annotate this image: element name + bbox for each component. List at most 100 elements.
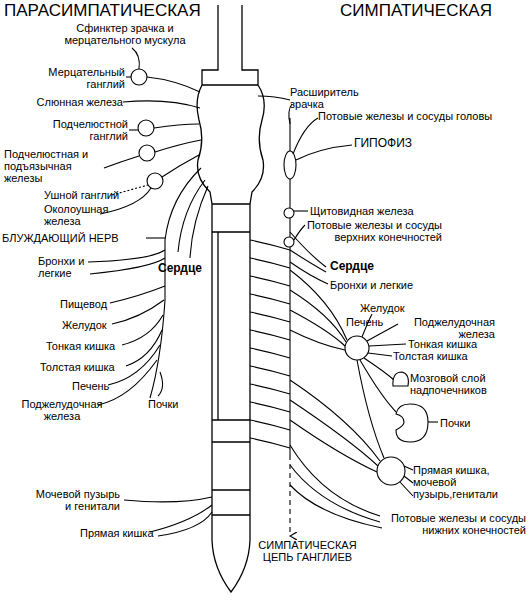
organ-label: Подчелюстная и подъязычная железы: [4, 148, 104, 184]
sympathetic-nerves: [250, 96, 438, 536]
spinal-cord-outline: [197, 5, 264, 592]
organ-label: Печень: [346, 316, 401, 328]
organ-label: Сердце: [330, 260, 390, 273]
organ-label: Толстая кишка: [393, 350, 503, 362]
organ-label: Желудок: [360, 302, 440, 314]
organ-label: Тонкая кишка: [408, 338, 508, 350]
nerve-line: [360, 360, 398, 414]
nerve-line: [108, 345, 160, 385]
cord-chain-line: [250, 438, 290, 448]
organ-label: ГИПОФИЗ: [354, 137, 434, 150]
organ-label: Слюнная железа: [8, 96, 123, 108]
nerve-line: [290, 262, 328, 284]
kidney-shape: [396, 404, 428, 442]
nerve-line: [112, 300, 164, 324]
ganglion-circle: [131, 69, 147, 85]
cord-chain-line: [250, 258, 290, 268]
organ-label: Сфинктер зрачка и мерцательного мускула: [50, 22, 200, 46]
cord-chain-line: [250, 420, 290, 430]
nerve-line: [290, 485, 382, 528]
organ-label: Прямая кишка, мочевой пузырь,генитали: [413, 464, 508, 500]
nerve-line: [428, 421, 438, 422]
organ-label: Поджелудочная железа: [16, 398, 108, 422]
cord-chain-line: [250, 276, 290, 286]
ganglion-circle: [284, 208, 294, 218]
nerve-line: [290, 250, 326, 272]
nerve-line: [290, 400, 378, 466]
ganglion-circle: [138, 120, 154, 136]
nerve-line: [124, 497, 212, 502]
nerve-line: [364, 358, 394, 380]
organ-label: Мочевой пузырь и генитали: [28, 488, 120, 512]
cord-inner-line: [217, 232, 218, 420]
nerve-line: [404, 466, 413, 470]
nerve-line: [293, 118, 318, 154]
organ-label: Расширитель зрачка: [290, 86, 370, 110]
nerve-line: [290, 310, 345, 346]
nerve-line: [294, 210, 308, 211]
organ-label: Околоушная железа: [44, 203, 114, 227]
cord-chain-line: [250, 240, 290, 250]
vagus-nerve: [150, 168, 201, 398]
nerve-line: [290, 330, 345, 350]
nerve-line: [357, 360, 384, 458]
nerve-line: [132, 48, 139, 69]
organ-label: Бронхи и легкие: [38, 255, 98, 279]
nerve-line: [155, 140, 201, 152]
nerve-line: [290, 465, 380, 522]
cord-chain-line: [250, 402, 290, 412]
nerve-line: [104, 156, 139, 168]
cord-chain-line: [250, 294, 290, 304]
spinal-cord: [197, 5, 264, 592]
organ-label: Тонкая кишка: [46, 340, 136, 352]
cord-chain-line: [250, 384, 290, 394]
ganglion-ellipse: [284, 151, 296, 179]
cord-division: [202, 85, 258, 515]
organ-label: Пищевод: [60, 298, 140, 310]
organ-label: СИМПАТИЧЕСКАЯ ЦЕПЬ ГАНГЛИЕВ: [250, 539, 365, 563]
nerve-line: [88, 250, 165, 262]
ganglion-circle: [377, 457, 405, 485]
organ-label: Почки: [440, 417, 500, 429]
organ-label: Мозговой слой надпочечников: [410, 372, 505, 396]
ganglion-circle: [147, 173, 163, 189]
nerve-line: [369, 344, 406, 346]
section-heading: ПАРАСИМПАТИЧЕСКАЯ: [4, 2, 244, 20]
organ-label: Ушной ганглий: [44, 189, 134, 201]
organ-label: Мерцательный ганглий: [20, 66, 125, 90]
organ-label: Поджелудочная железа: [403, 316, 495, 340]
nerve-line: [368, 353, 392, 356]
ganglion-circle: [284, 237, 294, 247]
organ-label: Сердце: [158, 262, 218, 275]
organ-label: БЛУЖДАЮЩИЙ НЕРВ: [2, 232, 152, 244]
nerve-line: [158, 372, 163, 396]
organ-label: Прямая кишка: [80, 527, 180, 539]
nerve-line: [404, 476, 413, 483]
nerve-line: [154, 124, 199, 128]
organ-label: Толстая кишка: [40, 361, 135, 373]
nerve-line: [147, 77, 200, 92]
organ-label: Почки: [148, 398, 198, 410]
cord-chain-line: [250, 366, 290, 376]
organ-label: Потовые железы и сосуды нижних конечност…: [384, 512, 526, 536]
nerve-line: [129, 129, 138, 130]
nerve-line: [158, 512, 212, 536]
organ-label: Желудок: [62, 319, 142, 331]
cord-chain-line: [250, 348, 290, 358]
adrenal-shape: [393, 372, 408, 386]
cord-chain-line: [250, 312, 290, 322]
ganglion-circle: [345, 336, 369, 360]
organ-label: Потовые железы и сосуды головы: [318, 110, 528, 122]
organ-label: Потовые железы и сосуды верхних конечнос…: [300, 219, 442, 243]
nerve-line: [146, 237, 165, 238]
nerve-line: [296, 145, 352, 160]
nerve-line: [90, 258, 165, 274]
nerve-line: [258, 96, 290, 100]
nerve-line: [123, 101, 200, 108]
nerve-line: [400, 482, 413, 496]
ganglion-circle: [139, 145, 155, 161]
nerve-line: [110, 286, 165, 303]
nerve-line: [162, 155, 199, 177]
organ-label: Бронхи и легкие: [330, 279, 440, 291]
